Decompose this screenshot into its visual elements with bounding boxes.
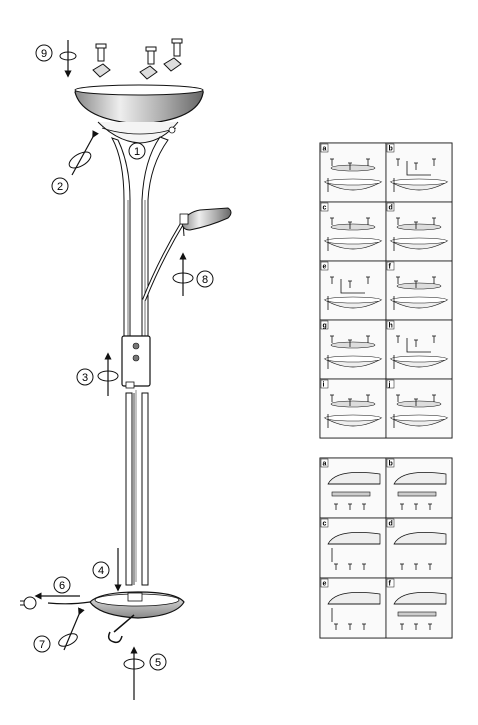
cell-letter: i — [323, 382, 325, 389]
step-2-circle — [51, 177, 69, 195]
step-3-circle — [76, 368, 94, 386]
cell-letter: e — [323, 264, 327, 271]
step-8-label: 8 — [202, 274, 208, 286]
step-2-rotate: 2 — [51, 130, 99, 195]
bulb-cell-f: f — [385, 260, 453, 321]
rotate-arrow-icon — [59, 51, 77, 61]
step-9-circle — [35, 44, 53, 62]
cell-letter: a — [323, 146, 327, 153]
step-5-tighten: 5 — [107, 614, 167, 700]
step-8-rotate: 8 — [172, 252, 214, 296]
screw-icon — [139, 46, 158, 80]
bulb-cell-b: b — [385, 142, 453, 203]
cell-letter: a — [323, 461, 327, 468]
bulb-replacement-panel: a b c d e f g h i j — [319, 142, 453, 439]
reading-arm — [142, 207, 232, 301]
step-7-rotate: 7 — [33, 607, 85, 653]
step-5-label: 5 — [155, 657, 161, 669]
bulb-cell-e: e — [319, 260, 387, 321]
rotate-arrow-icon — [123, 658, 145, 670]
step-4-label: 4 — [98, 565, 104, 577]
bulb-cell-g: g — [319, 319, 387, 380]
dimmer-knob-icon — [132, 354, 140, 362]
step-2-label: 2 — [57, 181, 63, 193]
cell-letter: c — [323, 205, 327, 212]
cell-letter: b — [389, 461, 393, 468]
reading-cell-f: f — [385, 577, 453, 639]
reading-lamp-panel: a b c d e f — [319, 457, 453, 639]
reading-cell-e: e — [319, 577, 387, 639]
rotate-arrow-icon — [97, 370, 119, 382]
cell-letter: f — [389, 581, 392, 588]
cell-letter: j — [388, 382, 391, 389]
reading-cell-d: d — [385, 517, 453, 579]
step-3-label: 3 — [82, 372, 88, 384]
step-7-label: 7 — [39, 639, 45, 651]
cell-letter: d — [389, 205, 393, 212]
step-6-label: 6 — [59, 580, 65, 592]
plug-icon — [23, 596, 37, 610]
cell-letter: c — [323, 521, 327, 528]
up-arrow-icon — [63, 607, 85, 651]
cell-letter: f — [389, 264, 392, 271]
bulb-cell-j: j — [385, 378, 453, 439]
step-4-insert: 4 — [92, 548, 122, 592]
step-9-screws: 9 — [35, 38, 183, 80]
cell-letter: e — [323, 581, 327, 588]
rotate-arrow-icon — [172, 272, 194, 284]
step-9-label: 9 — [41, 48, 47, 60]
rotate-arrow-icon — [68, 151, 92, 169]
cell-letter: h — [389, 323, 393, 330]
pole-lower — [125, 390, 149, 586]
rotate-arrow-icon — [58, 633, 78, 647]
cell-letter: d — [389, 521, 393, 528]
lamp-base — [47, 591, 185, 619]
dimmer-knob-icon — [132, 342, 140, 350]
reading-cell-a: a — [319, 457, 387, 519]
step-1-label: 1 — [134, 146, 140, 158]
uplight-bowl — [74, 84, 204, 144]
bulb-cell-i: i — [319, 378, 387, 439]
reading-cell-b: b — [385, 457, 453, 519]
bulb-cell-d: d — [385, 201, 453, 262]
step-3-rotate: 3 — [76, 352, 119, 396]
step-7-circle — [33, 635, 51, 653]
bulb-cell-a: a — [319, 142, 387, 203]
screw-icon — [163, 38, 183, 72]
step-4-circle — [92, 561, 110, 579]
pole-upper: 1 — [110, 136, 169, 339]
cell-letter: g — [323, 323, 327, 330]
step-5-circle — [149, 653, 167, 671]
dimmer-box — [121, 335, 151, 389]
bulb-cell-h: h — [385, 319, 453, 380]
reading-cell-c: c — [319, 517, 387, 579]
bulb-cell-c: c — [319, 201, 387, 262]
wrench-icon — [107, 614, 135, 644]
power-cord — [47, 601, 91, 605]
step-6-cord: 6 — [20, 576, 80, 610]
screw-icon — [92, 43, 111, 78]
cell-letter: b — [389, 146, 393, 153]
step-6-circle — [53, 576, 71, 594]
step-1-circle — [128, 142, 146, 160]
step-8-circle — [196, 270, 214, 288]
